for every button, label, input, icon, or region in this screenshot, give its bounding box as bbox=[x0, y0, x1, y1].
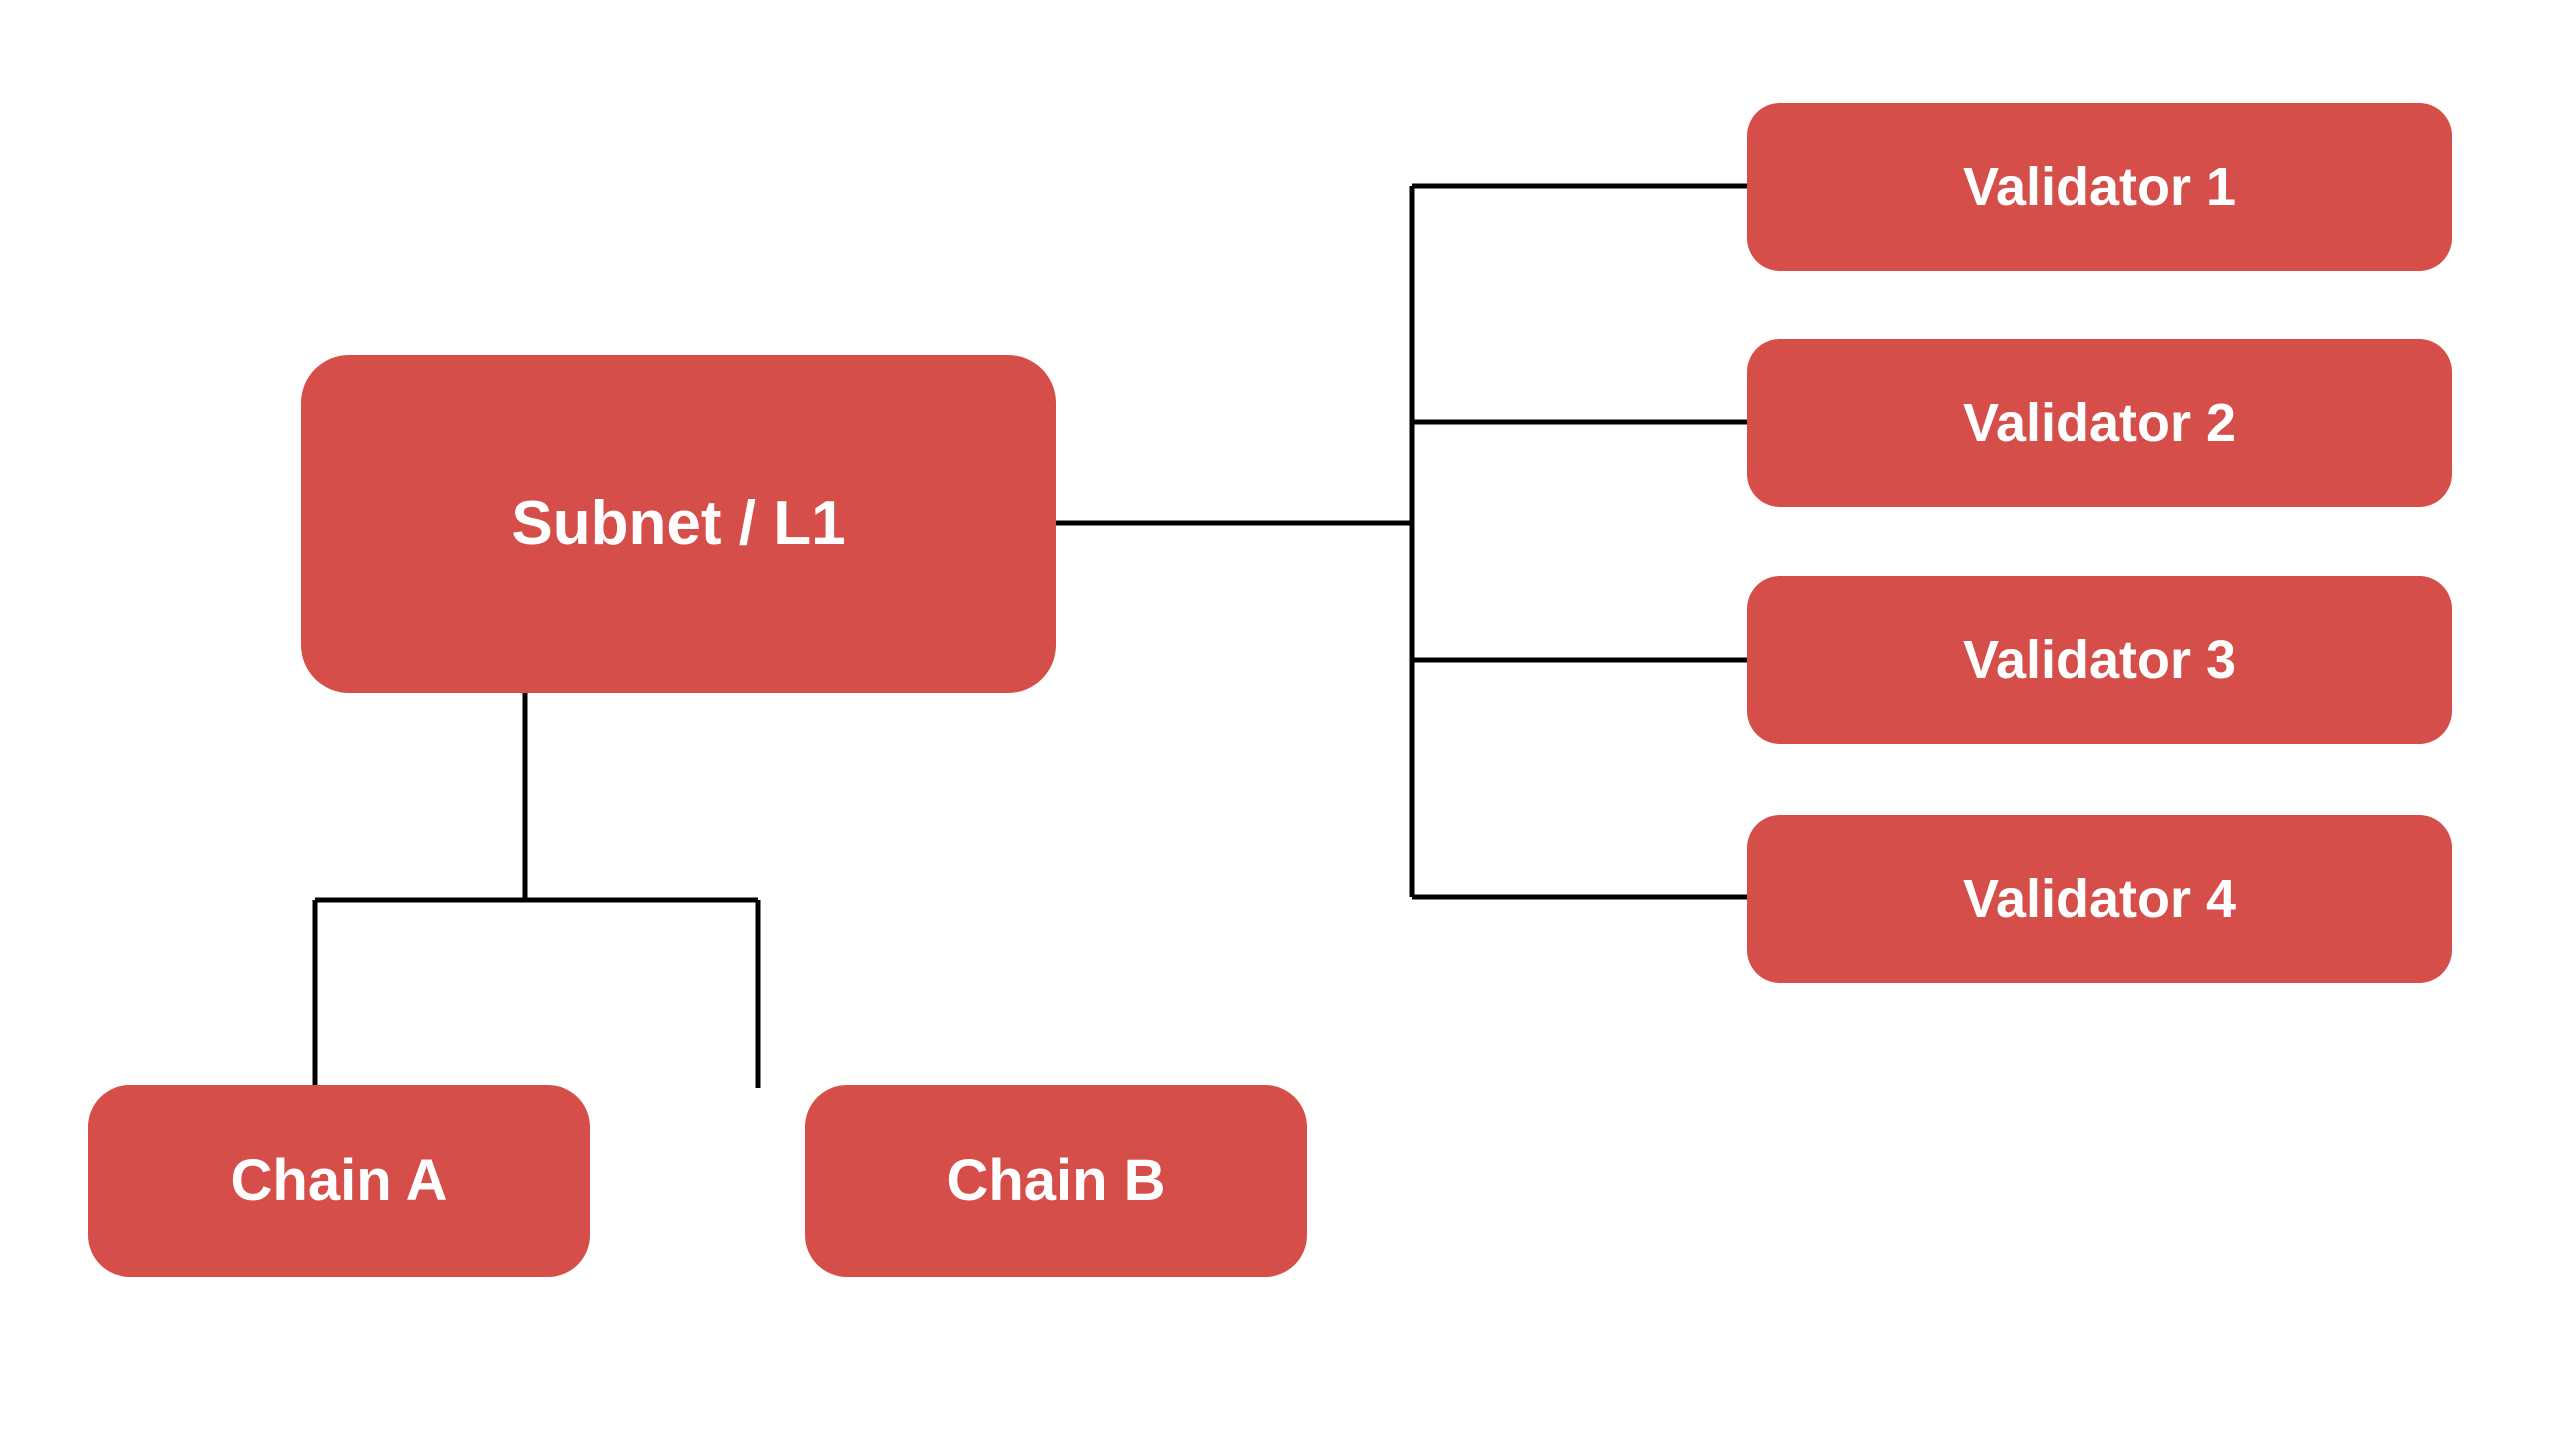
node-chain-a-label: Chain A bbox=[230, 1148, 448, 1213]
node-validator-4-label: Validator 4 bbox=[1962, 869, 2237, 929]
node-chain-b[interactable]: Chain B bbox=[805, 1085, 1307, 1277]
node-subnet-l1-label: Subnet / L1 bbox=[511, 489, 846, 558]
node-chain-b-label: Chain B bbox=[946, 1148, 1166, 1213]
node-validator-3[interactable]: Validator 3 bbox=[1747, 576, 2452, 744]
node-validator-2[interactable]: Validator 2 bbox=[1747, 339, 2452, 507]
node-validator-4[interactable]: Validator 4 bbox=[1747, 815, 2452, 983]
node-validator-1[interactable]: Validator 1 bbox=[1747, 103, 2452, 271]
node-chain-a[interactable]: Chain A bbox=[88, 1085, 590, 1277]
node-validator-1-label: Validator 1 bbox=[1962, 157, 2237, 217]
node-validator-3-label: Validator 3 bbox=[1962, 630, 2237, 690]
node-subnet-l1[interactable]: Subnet / L1 bbox=[301, 355, 1056, 693]
node-validator-2-label: Validator 2 bbox=[1962, 393, 2237, 453]
